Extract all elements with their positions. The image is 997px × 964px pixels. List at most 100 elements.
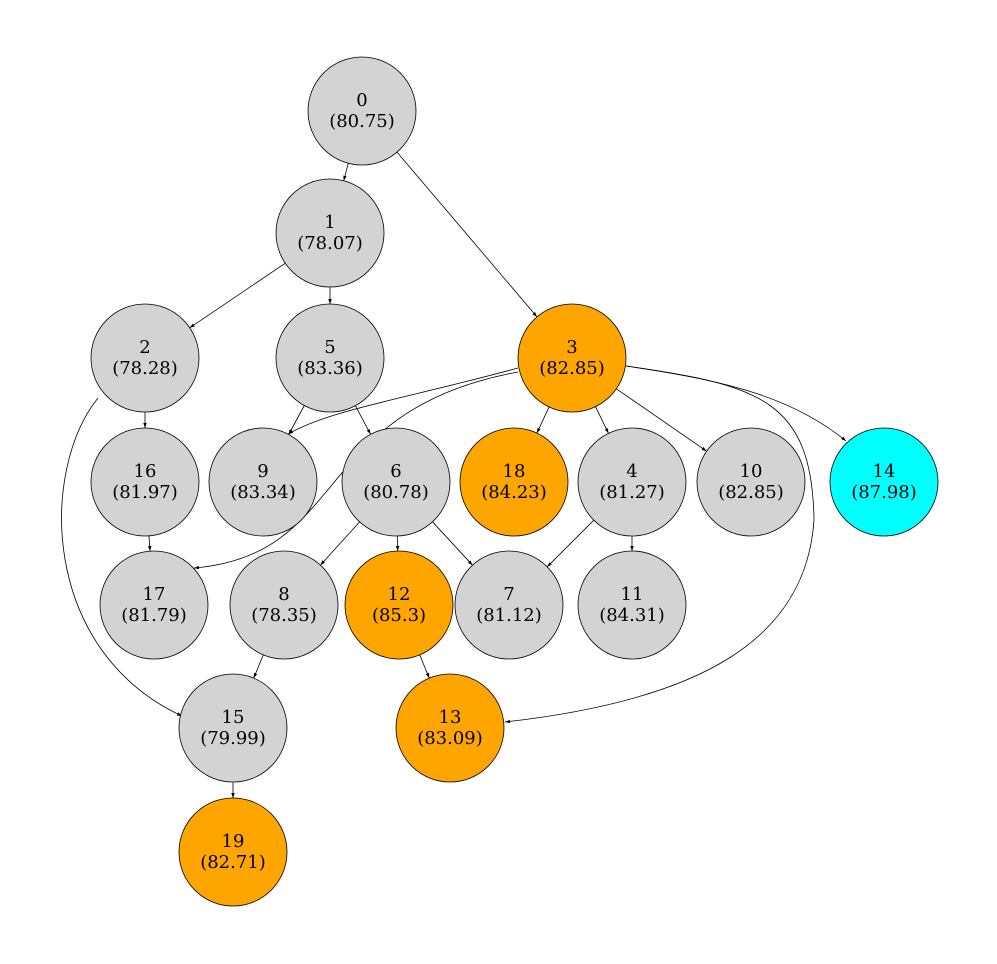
node-1: 1(78.07) <box>275 178 385 288</box>
edges-layer <box>61 151 847 798</box>
node-id-label: 18 <box>503 461 526 482</box>
node-value-label: (78.35) <box>251 605 317 626</box>
node-7: 7(81.12) <box>454 550 564 660</box>
node-id-label: 6 <box>390 461 401 482</box>
node-value-label: (78.07) <box>297 233 363 254</box>
node-id-label: 7 <box>503 584 514 605</box>
node-11: 11(84.31) <box>577 550 687 660</box>
node-value-label: (83.34) <box>230 482 296 503</box>
node-circle <box>577 427 687 537</box>
edge-0-to-1 <box>343 163 349 181</box>
node-value-label: (82.85) <box>718 482 784 503</box>
node-id-label: 0 <box>356 90 367 111</box>
node-16: 16(81.97) <box>90 427 200 537</box>
node-9: 9(83.34) <box>208 427 318 537</box>
edge-3-to-4 <box>595 406 609 434</box>
node-id-label: 5 <box>324 337 335 358</box>
node-circle <box>90 303 200 413</box>
node-0: 0(80.75) <box>307 56 417 166</box>
node-value-label: (85.3) <box>372 605 426 626</box>
node-circle <box>229 550 339 660</box>
node-circle <box>99 550 209 660</box>
node-value-label: (81.12) <box>476 605 542 626</box>
node-17: 17(81.79) <box>99 550 209 660</box>
node-value-label: (83.09) <box>417 728 483 749</box>
node-id-label: 1 <box>324 212 335 233</box>
edge-3-to-9 <box>287 367 519 435</box>
node-id-label: 15 <box>222 707 245 728</box>
node-value-label: (79.99) <box>200 728 266 749</box>
edge-1-to-2 <box>189 262 286 329</box>
node-value-label: (84.31) <box>599 605 665 626</box>
edge-6-to-7 <box>432 521 473 566</box>
node-circle <box>178 797 288 907</box>
node-12: 12(85.3) <box>344 550 454 660</box>
node-circle <box>275 178 385 288</box>
node-id-label: 13 <box>439 707 462 728</box>
node-4: 4(81.27) <box>577 427 687 537</box>
node-id-label: 12 <box>388 584 411 605</box>
edge-16-to-17 <box>147 535 152 552</box>
edge-5-to-9 <box>288 405 305 435</box>
node-id-label: 17 <box>143 584 166 605</box>
node-id-label: 2 <box>139 337 150 358</box>
node-value-label: (81.27) <box>599 482 665 503</box>
node-circle <box>696 427 806 537</box>
node-18: 18(84.23) <box>459 427 569 537</box>
edge-3-to-13 <box>504 365 815 724</box>
node-id-label: 11 <box>621 584 644 605</box>
edge-2-to-15 <box>61 397 183 717</box>
node-value-label: (83.36) <box>297 358 363 379</box>
node-circle <box>178 673 288 783</box>
node-id-label: 9 <box>257 461 268 482</box>
node-value-label: (80.75) <box>329 111 395 132</box>
node-value-label: (82.71) <box>200 852 266 873</box>
node-circle <box>341 427 451 537</box>
node-value-label: (80.78) <box>363 482 429 503</box>
node-circle <box>307 56 417 166</box>
nodes-layer: 0(80.75)1(78.07)2(78.28)3(82.85)4(81.27)… <box>90 56 939 907</box>
node-circle <box>459 427 569 537</box>
node-value-label: (87.98) <box>851 482 917 503</box>
edge-5-to-6 <box>355 405 371 435</box>
node-circle <box>344 550 454 660</box>
node-circle <box>577 550 687 660</box>
node-2: 2(78.28) <box>90 303 200 413</box>
edge-0-to-3 <box>396 151 538 318</box>
node-value-label: (81.97) <box>112 482 178 503</box>
node-19: 19(82.71) <box>178 797 288 907</box>
node-circle <box>517 303 627 413</box>
node-id-label: 10 <box>740 461 763 482</box>
node-3: 3(82.85) <box>517 303 627 413</box>
node-id-label: 19 <box>222 831 245 852</box>
node-id-label: 16 <box>134 461 157 482</box>
node-circle <box>208 427 318 537</box>
edge-3-to-17 <box>193 371 519 570</box>
node-circle <box>454 550 564 660</box>
node-value-label: (84.23) <box>481 482 547 503</box>
node-10: 10(82.85) <box>696 427 806 537</box>
node-value-label: (81.79) <box>121 605 187 626</box>
node-15: 15(79.99) <box>178 673 288 783</box>
node-id-label: 4 <box>626 461 637 482</box>
node-id-label: 8 <box>278 584 289 605</box>
node-5: 5(83.36) <box>275 303 385 413</box>
edge-3-to-18 <box>536 406 550 434</box>
node-circle <box>395 673 505 783</box>
node-id-label: 3 <box>566 337 577 358</box>
node-8: 8(78.35) <box>229 550 339 660</box>
node-circle <box>90 427 200 537</box>
edge-3-to-10 <box>616 388 707 452</box>
edge-12-to-13 <box>419 654 430 679</box>
node-13: 13(83.09) <box>395 673 505 783</box>
node-value-label: (78.28) <box>112 358 178 379</box>
node-14: 14(87.98) <box>829 427 939 537</box>
node-circle <box>829 427 939 537</box>
edge-6-to-8 <box>320 521 360 566</box>
node-id-label: 14 <box>873 461 896 482</box>
edge-4-to-7 <box>546 519 595 568</box>
edge-8-to-15 <box>253 654 264 679</box>
node-value-label: (82.85) <box>539 358 605 379</box>
node-circle <box>275 303 385 413</box>
